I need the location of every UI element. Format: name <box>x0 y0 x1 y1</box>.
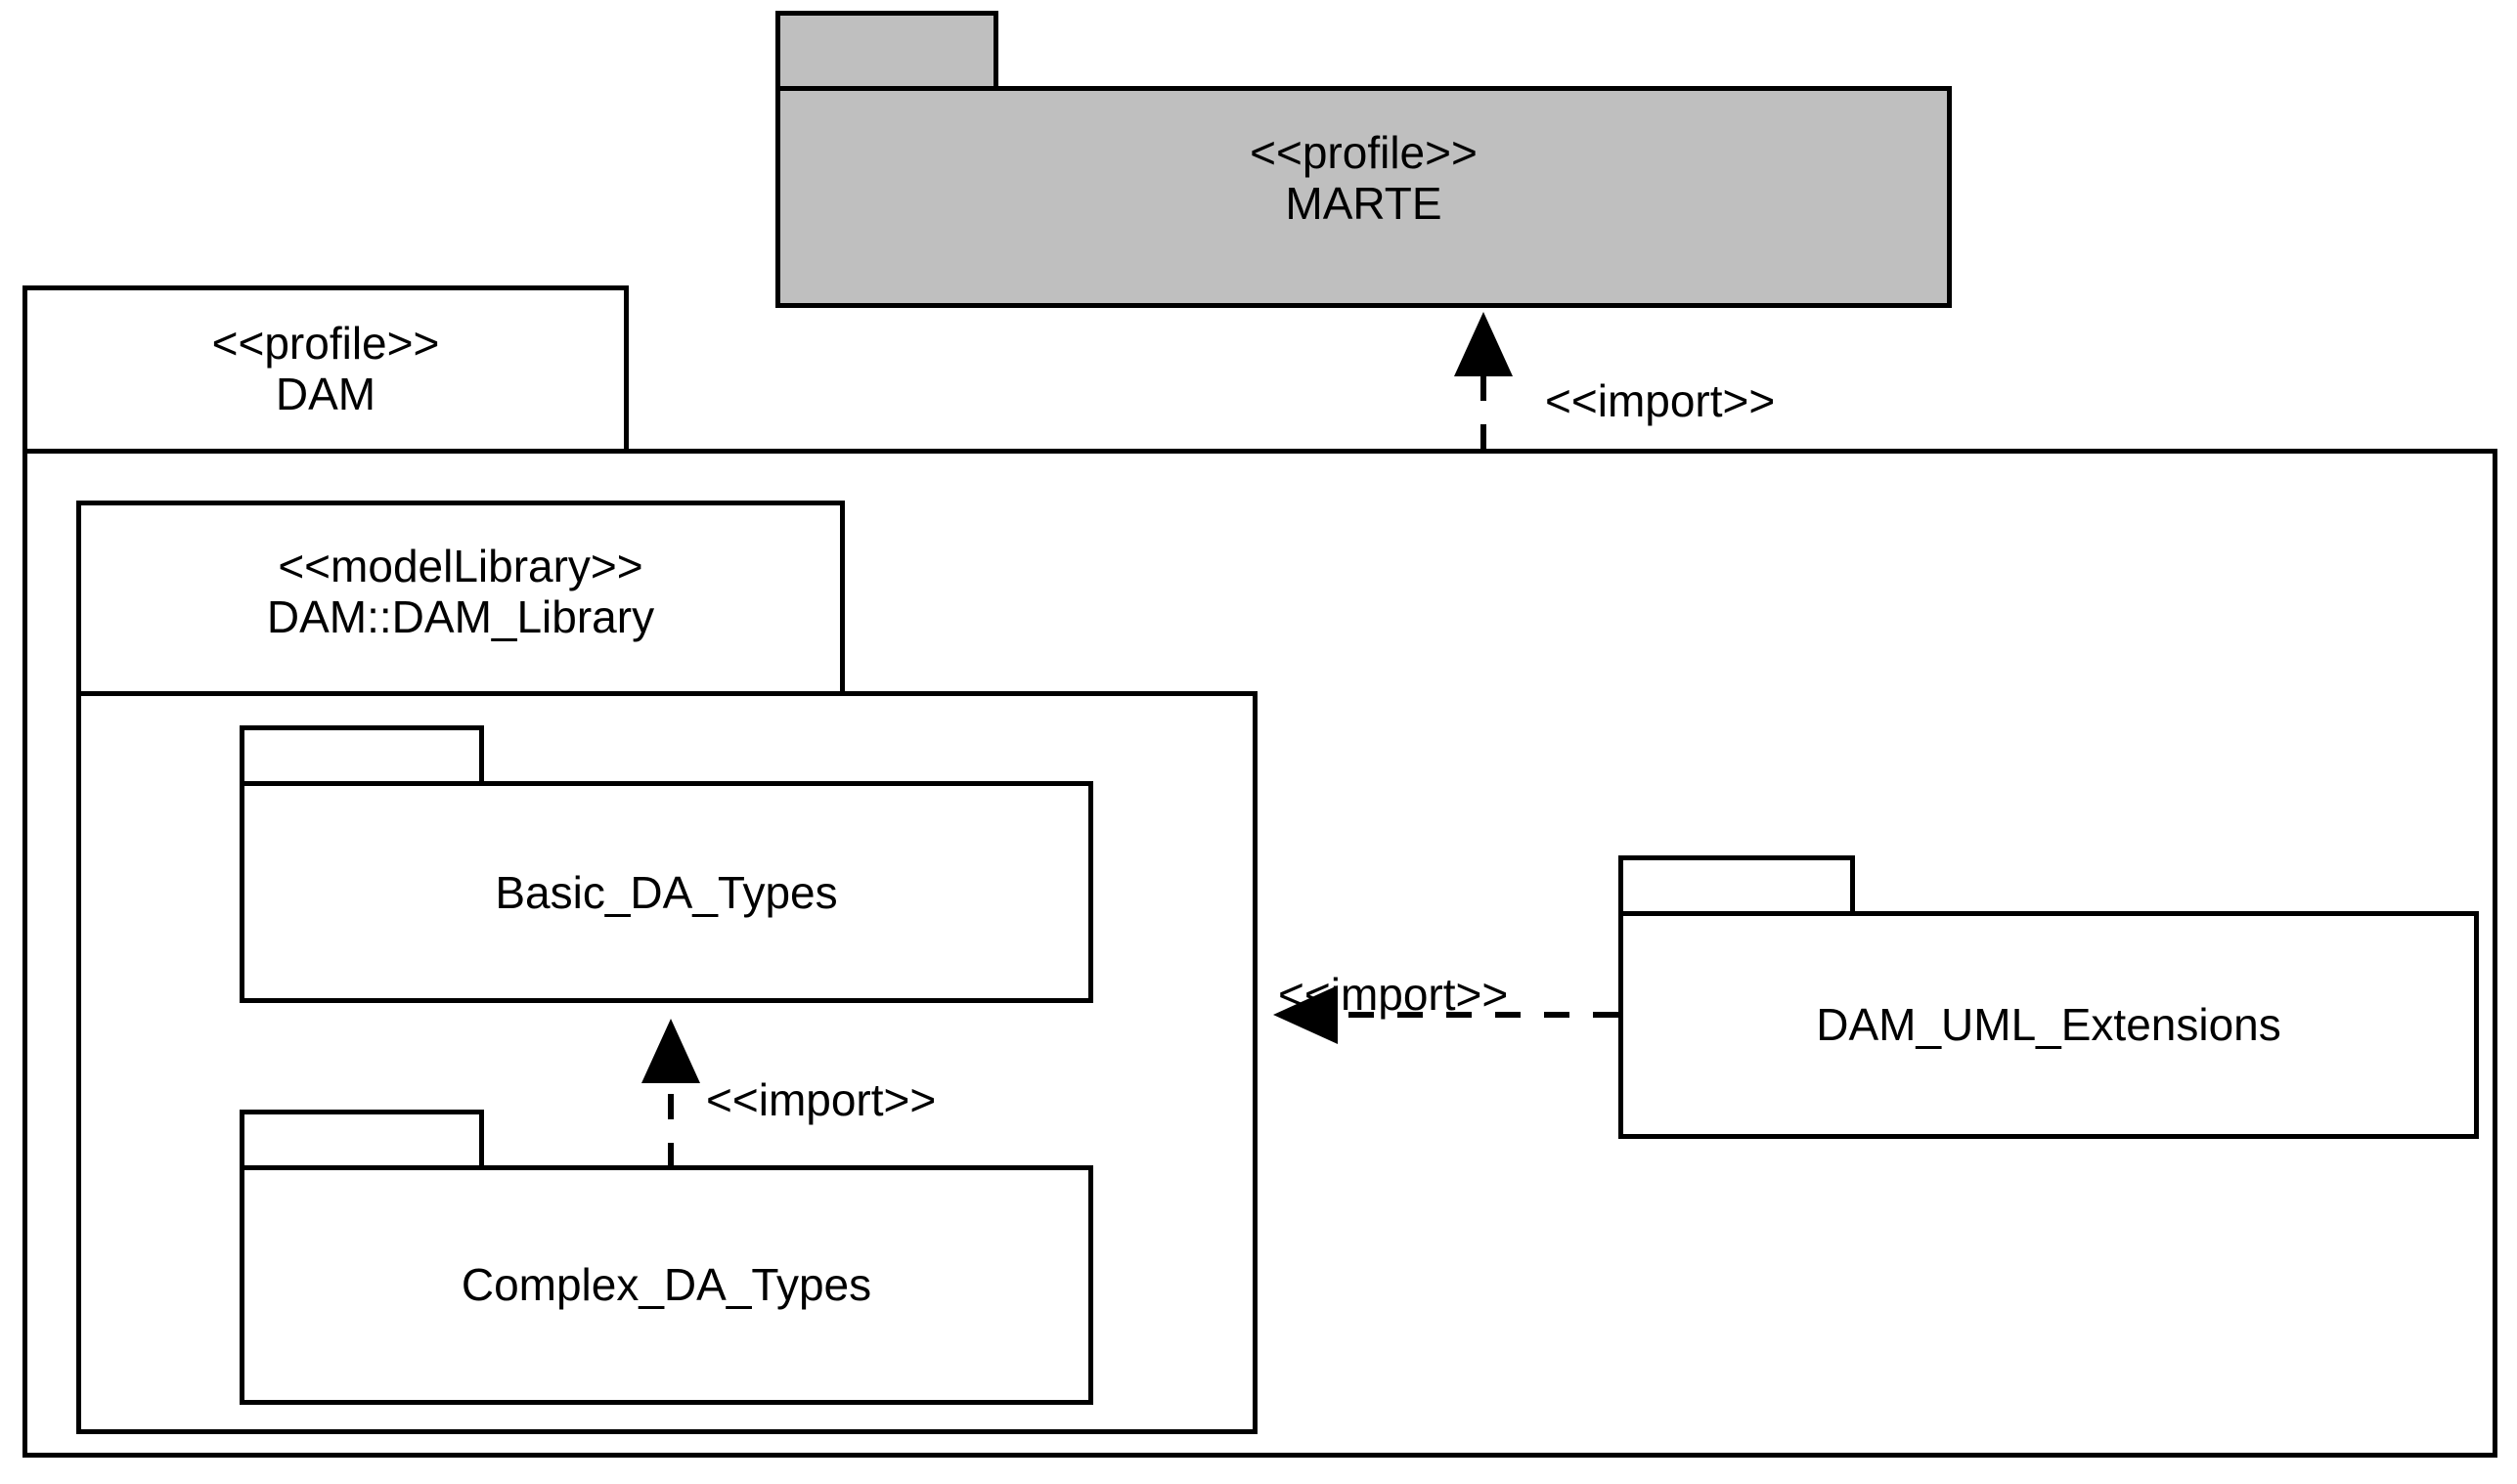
package-dam-uml-extensions-label: DAM_UML_Extensions <box>1816 999 2281 1050</box>
package-complex-da-types-body <box>240 1165 1093 1405</box>
edge-label-extensions-imports-library: <<import>> <box>1278 969 1509 1020</box>
package-basic-da-types-label: Basic_DA_Types <box>495 867 838 918</box>
package-dam-library-tab <box>76 501 845 696</box>
package-marte-label: <<profile>> MARTE <box>1250 127 1478 230</box>
package-complex-da-types-tab <box>240 1110 484 1170</box>
package-marte-tab <box>775 11 998 91</box>
package-basic-da-types-body <box>240 781 1093 1003</box>
package-marte-body <box>775 86 1952 308</box>
package-dam-library-label: <<modelLibrary>> DAM::DAM_Library <box>266 541 655 643</box>
package-complex-da-types-label: Complex_DA_Types <box>461 1259 872 1310</box>
package-dam-uml-extensions-tab <box>1618 855 1855 916</box>
package-basic-da-types-tab <box>240 725 484 786</box>
edge-label-dam-imports-marte: <<import>> <box>1545 375 1776 426</box>
package-dam-label: <<profile>> DAM <box>211 318 440 420</box>
package-dam-tab <box>22 285 629 454</box>
package-dam-uml-extensions-body <box>1618 911 2479 1139</box>
edge-label-complex-imports-basic: <<import>> <box>706 1074 937 1125</box>
